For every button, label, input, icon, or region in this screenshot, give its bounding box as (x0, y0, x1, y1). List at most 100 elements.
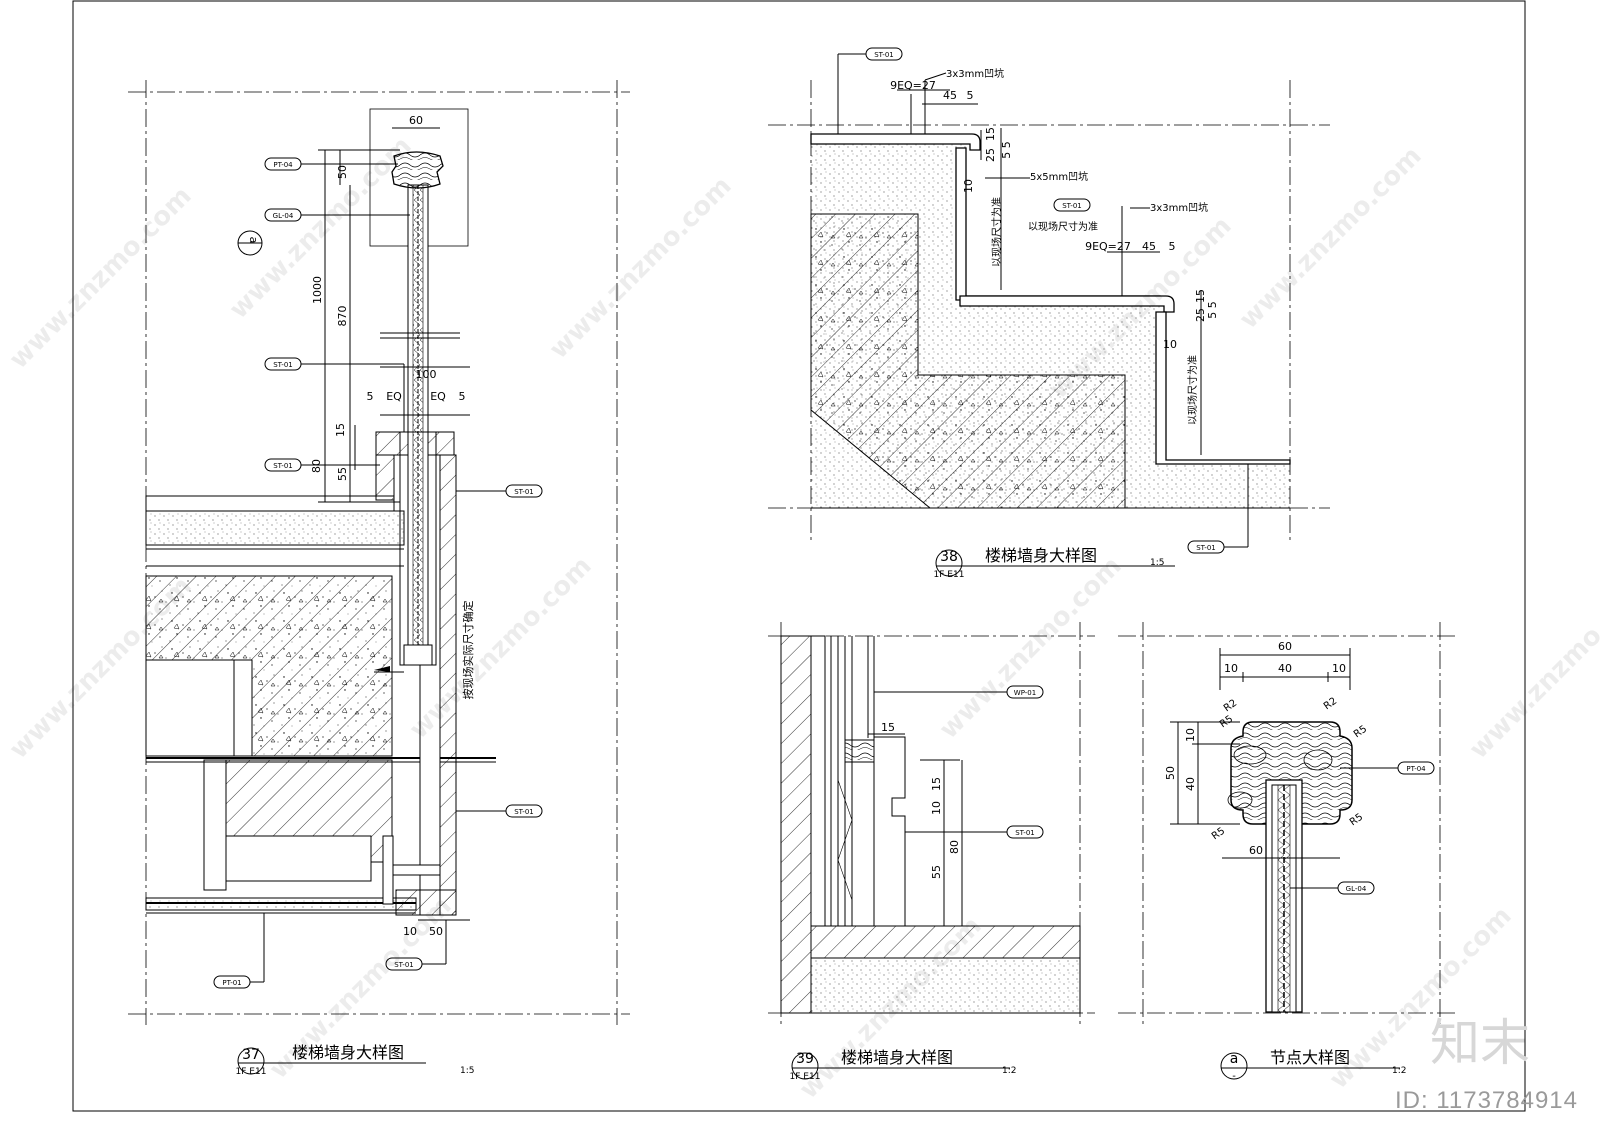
dim-38-55b: 5 5 (1206, 301, 1219, 319)
title-37-text: 楼梯墙身大样图 (292, 1043, 404, 1062)
dim-39-55: 55 (930, 865, 943, 879)
svg-text:ST-01: ST-01 (1062, 202, 1082, 210)
brand-logo: 知末 (1430, 1014, 1530, 1072)
dim-37-5b: 5 (459, 390, 466, 403)
title-39-scale: 1:2 (1002, 1066, 1016, 1076)
dim-37-870: 870 (336, 306, 349, 327)
dim-38-45b: 45 (1142, 240, 1156, 253)
note-38-site-a: 以现场尺寸为准 (990, 197, 1003, 267)
dim-a-r2-b: R2 (1322, 696, 1339, 713)
tag-37-st01-b: ST-01 (264, 458, 380, 472)
svg-text:ST-01: ST-01 (394, 961, 414, 969)
dim-38-45a: 45 (943, 89, 957, 102)
dim-a-r5-d: R5 (1210, 826, 1227, 843)
title-38: 38 1F E11 楼梯墙身大样图 1:5 (934, 546, 1175, 580)
svg-text:ST-01: ST-01 (514, 488, 534, 496)
dim-a-60: 60 (1278, 640, 1292, 653)
tag-39-wp01: WP-01 (874, 685, 1044, 699)
svg-text:www.znzmo.com: www.znzmo.com (1234, 141, 1428, 335)
note-38-groove3-a: 3x3mm凹坑 (946, 67, 1004, 80)
dim-38-5a: 5 (967, 89, 974, 102)
dim-37-60: 60 (409, 114, 423, 127)
dim-37-80: 80 (310, 459, 323, 473)
tag-39-st01: ST-01 (905, 825, 1044, 839)
title-39: 39 1F E11 楼梯墙身大样图 1:2 (790, 1048, 1017, 1082)
tag-37-st01-a: ST-01 (264, 357, 405, 432)
dim-37-50: 50 (336, 165, 349, 179)
svg-text:www.znzmo.com: www.znzmo.com (4, 181, 198, 375)
title-a-ref: - (1232, 1071, 1236, 1082)
title-38-text: 楼梯墙身大样图 (985, 546, 1097, 565)
title-38-ref: 1F E11 (934, 570, 965, 580)
title-37-ref: 1F E11 (236, 1067, 267, 1077)
svg-text:www.znzmo.com: www.znzmo.com (1464, 571, 1600, 765)
title-39-number: 39 (796, 1051, 814, 1067)
tag-38-st01-b: ST-01 (1053, 198, 1091, 212)
dim-37-1000: 1000 (311, 276, 324, 304)
detail-a: 60 10 40 10 50 10 40 60 R2 R2 R5 R5 R5 R… (1118, 622, 1455, 1082)
svg-text:PT-04: PT-04 (273, 161, 293, 169)
dim-a-10c: 10 (1184, 728, 1197, 742)
tag-37-pt01: PT-01 (213, 913, 265, 989)
svg-text:ST-01: ST-01 (1015, 829, 1035, 837)
sheet-border (72, 0, 1526, 1112)
detail-38: 9EQ=27 45 5 9EQ=27 45 5 25 15 5 5 25 15 … (768, 47, 1330, 580)
note-38-site-c: 以现场尺寸为准 (1028, 220, 1098, 233)
note-site-confirm: 按现场实际尺寸确定 (461, 601, 475, 700)
svg-text:PT-01: PT-01 (222, 979, 241, 987)
svg-text:ST-01: ST-01 (273, 361, 293, 369)
dim-38-10b: 10 (1163, 338, 1177, 351)
detail-37: 60 50 1000 870 100 EQ EQ 5 5 15 80 55 10… (128, 80, 630, 1077)
svg-text:WP-01: WP-01 (1014, 689, 1036, 697)
dim-37-50b: 50 (429, 925, 443, 938)
title-a: a - 节点大样图 1:2 (1220, 1048, 1406, 1082)
dim-37-eq-b: EQ (430, 390, 446, 403)
svg-text:PT-04: PT-04 (1406, 765, 1426, 773)
tag-38-st01-c: ST-01 (1187, 464, 1249, 554)
dim-a-r5-c: R5 (1348, 812, 1365, 829)
dim-38-25b: 25 (1194, 308, 1207, 322)
dim-38-25a: 25 (984, 148, 997, 162)
dim-38-5b: 5 (1169, 240, 1176, 253)
image-id-label: ID: 1173784914 (1394, 1087, 1578, 1114)
svg-text:ST-01: ST-01 (514, 808, 534, 816)
dim-39-15b: 15 (930, 777, 943, 791)
dim-38-15b: 15 (1194, 289, 1207, 303)
note-38-groove3-b: 3x3mm凹坑 (1150, 201, 1208, 214)
tag-38-st01-a: ST-01 (837, 47, 903, 134)
dim-39-15a: 15 (881, 721, 895, 734)
dim-39-80: 80 (948, 840, 961, 854)
dim-37-10: 10 (403, 925, 417, 938)
svg-text:ST-01: ST-01 (273, 462, 293, 470)
dim-37-5a: 5 (367, 390, 374, 403)
dim-38-15a: 15 (984, 127, 997, 141)
svg-text:www.znzmo.com: www.znzmo.com (544, 171, 738, 365)
dim-a-40b: 40 (1184, 777, 1197, 791)
dim-a-40: 40 (1278, 662, 1292, 675)
svg-text:www.znzmo.com: www.znzmo.com (934, 551, 1128, 745)
svg-text:ST-01: ST-01 (1196, 544, 1216, 552)
title-37: 37 1F E11 楼梯墙身大样图 1:5 (236, 1043, 475, 1077)
title-a-text: 节点大样图 (1270, 1048, 1350, 1067)
note-38-eq27-a: 9EQ=27 (890, 79, 936, 92)
tag-a-pt04: PT-04 (1340, 761, 1435, 775)
dim-a-50: 50 (1164, 766, 1177, 780)
dim-37-55: 55 (336, 467, 349, 481)
tag-37-st01-e: ST-01 (385, 920, 447, 971)
dim-a-r5-b: R5 (1352, 724, 1369, 741)
note-38-groove5: 5x5mm凹坑 (1030, 170, 1088, 183)
dim-38-10a: 10 (962, 179, 975, 193)
svg-text:GL-04: GL-04 (1346, 885, 1367, 893)
dim-37-15: 15 (334, 423, 347, 437)
tag-37-gl04: GL-04 (264, 208, 410, 222)
dim-37-eq-a: EQ (386, 390, 402, 403)
title-39-ref: 1F E11 (790, 1072, 821, 1082)
note-38-eq27-b: 9EQ=27 (1085, 240, 1131, 253)
note-38-site-b: 以现场尺寸为准 (1186, 355, 1199, 425)
svg-text:ST-01: ST-01 (874, 51, 894, 59)
detail-39: 15 15 10 80 55 WP-01 ST-01 39 1F E11 楼梯墙… (768, 622, 1095, 1082)
dim-a-10b: 10 (1332, 662, 1346, 675)
title-a-number: a (1230, 1051, 1239, 1067)
title-37-scale: 1:5 (460, 1066, 474, 1076)
